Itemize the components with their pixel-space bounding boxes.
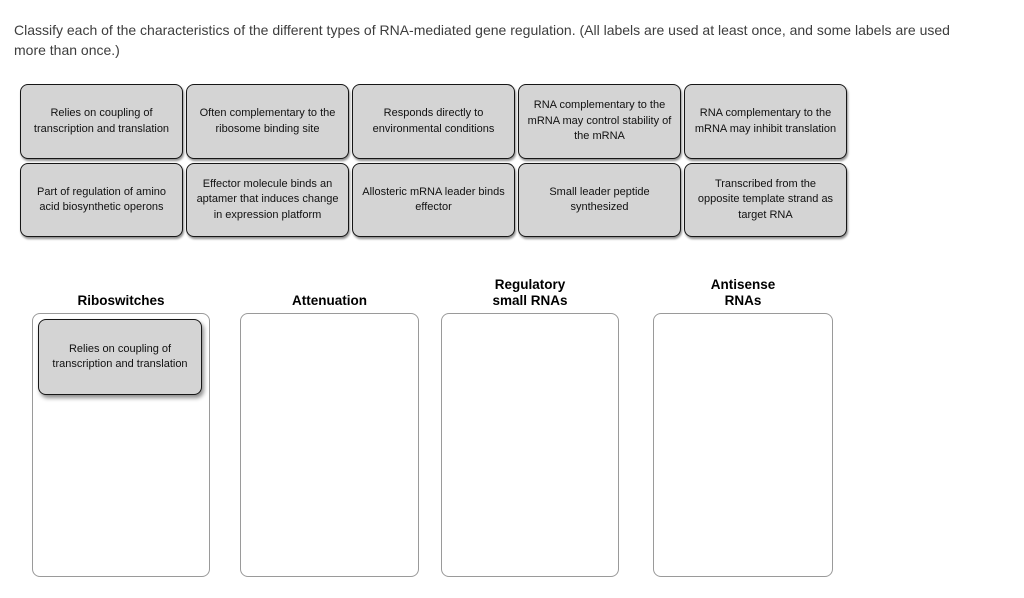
dropzone-antisense-rnas[interactable] [653,313,833,577]
label-chip[interactable]: Responds directly to environmental condi… [352,84,515,159]
dropzone-attenuation[interactable] [240,313,419,577]
category-column-riboswitches: Riboswitches Relies on coupling of trans… [32,268,210,577]
label-bank: Relies on coupling of transcription and … [20,84,847,237]
label-chip[interactable]: Allosteric mRNA leader binds effector [352,163,515,237]
category-column-regulatory-small-rnas: Regulatory small RNAs [441,268,619,577]
category-header-label: Antisense RNAs [710,277,776,308]
category-header-label: Attenuation [292,292,367,308]
category-header-regulatory-small-rnas: Regulatory small RNAs [441,268,619,308]
placed-label-chip[interactable]: Relies on coupling of transcription and … [38,319,202,395]
instructions: Classify each of the characteristics of … [14,22,950,58]
category-header-label: Riboswitches [77,292,165,308]
label-chip[interactable]: RNA complementary to the mRNA may contro… [518,84,681,159]
category-column-antisense-rnas: Antisense RNAs [653,268,833,577]
label-chip[interactable]: Small leader peptide synthesized [518,163,681,237]
dropzone-riboswitches[interactable]: Relies on coupling of transcription and … [32,313,210,577]
label-chip[interactable]: RNA complementary to the mRNA may inhibi… [684,84,847,159]
label-chip[interactable]: Effector molecule binds an aptamer that … [186,163,349,237]
label-chip[interactable]: Relies on coupling of transcription and … [20,84,183,159]
category-header-antisense-rnas: Antisense RNAs [653,268,833,308]
category-header-riboswitches: Riboswitches [32,268,210,308]
dropzone-regulatory-small-rnas[interactable] [441,313,619,577]
label-chip[interactable]: Often complementary to the ribosome bind… [186,84,349,159]
category-header-attenuation: Attenuation [240,268,419,308]
label-chip[interactable]: Part of regulation of amino acid biosynt… [20,163,183,237]
category-column-attenuation: Attenuation [240,268,419,577]
label-chip[interactable]: Transcribed from the opposite template s… [684,163,847,237]
category-header-label: Regulatory small RNAs [492,277,568,308]
